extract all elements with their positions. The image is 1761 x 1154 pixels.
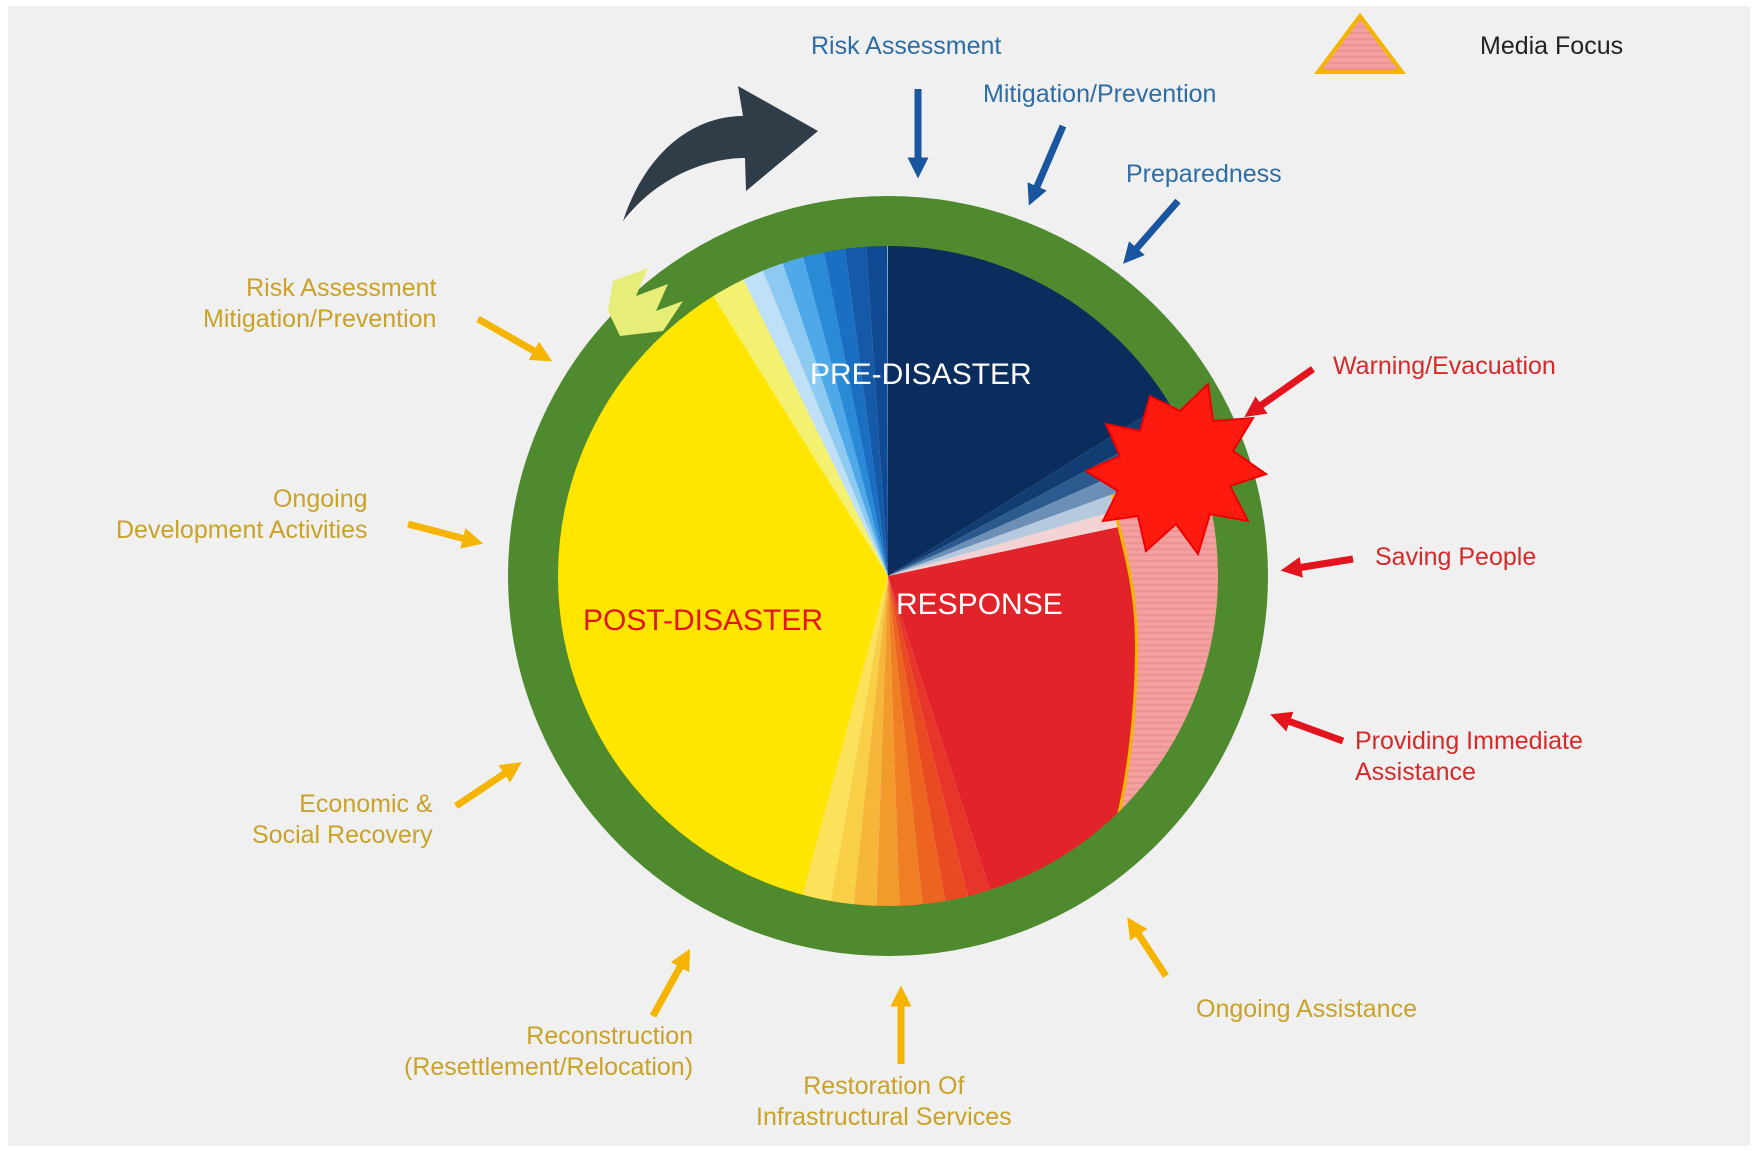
warning-burst-icon xyxy=(1083,381,1269,557)
label-saving-people: Saving People xyxy=(1375,543,1537,571)
label-mitigation-prevention: Mitigation/Prevention xyxy=(983,80,1217,108)
arrow-mitigation-prevention xyxy=(1027,124,1067,206)
wedge-pre-gradient xyxy=(781,252,888,576)
label-providing-immediate-line1: Providing Immediate xyxy=(1355,727,1583,755)
wedge-pre-gradient xyxy=(760,258,888,576)
label-restoration-line2: Infrastructural Services xyxy=(756,1102,1012,1131)
label-preparedness: Preparedness xyxy=(1126,160,1282,188)
wedge-response-fade xyxy=(852,576,888,911)
label-restoration-line1: Restoration Of xyxy=(803,1072,965,1100)
wedge-response-fade xyxy=(888,576,970,906)
arrow-preparedness xyxy=(1123,198,1181,264)
label-providing-immediate: Providing Immediate Assistance xyxy=(1355,726,1583,787)
ring-notch xyxy=(608,268,683,336)
wedge-response-fade xyxy=(876,576,900,911)
label-warning-evacuation: Warning/Evacuation xyxy=(1333,352,1556,380)
response-label: RESPONSE xyxy=(896,588,1063,621)
pre-disaster-label: PRE-DISASTER xyxy=(810,358,1032,391)
label-ongoing-dev-line2: Development Activities xyxy=(116,515,368,544)
wedge-pre-gradient xyxy=(844,241,888,576)
post-disaster-label: POST-DISASTER xyxy=(583,604,824,637)
arrow-providing-immediate xyxy=(1270,711,1345,745)
arrow-saving-people xyxy=(1280,555,1354,578)
wedge-pre-fade xyxy=(888,398,1184,576)
label-restoration: Restoration Of Infrastructural Services xyxy=(756,1071,1012,1132)
arrow-warning-evacuation xyxy=(1244,366,1316,418)
label-economic-social: Economic & Social Recovery xyxy=(252,789,433,850)
label-ongoing-assistance: Ongoing Assistance xyxy=(1196,995,1417,1023)
arrow-reconstruction xyxy=(649,948,691,1018)
media-focus-legend-label: Media Focus xyxy=(1480,32,1624,60)
wedge-pre-gradient xyxy=(741,266,888,576)
wedge-pre-gradient xyxy=(865,241,888,577)
wedge-response-fade xyxy=(888,576,924,911)
cycle-direction-arrow xyxy=(623,86,818,221)
diagram-canvas: PRE-DISASTER RESPONSE POST-DISASTER Medi… xyxy=(8,6,1750,1146)
disaster-cycle-diagram xyxy=(407,12,1406,1064)
label-ongoing-development: Ongoing Development Activities xyxy=(116,484,368,545)
label-economic-line2: Social Recovery xyxy=(252,820,433,849)
label-risk-assessment: Risk Assessment xyxy=(811,32,1002,60)
wedge-response-fade xyxy=(888,576,992,902)
label-reconstruction-line2: (Resettlement/Relocation) xyxy=(404,1052,694,1081)
media-focus-legend-icon xyxy=(1314,12,1406,74)
wedge-pre-disaster xyxy=(888,241,1173,576)
wedge-post-transition xyxy=(801,576,888,906)
label-ongoing-dev-line1: Ongoing xyxy=(272,485,368,513)
wedge-response-fade xyxy=(829,576,888,910)
wedge-post-fade xyxy=(710,265,888,576)
label-reconstruction-line1: Reconstruction xyxy=(526,1022,694,1050)
arrow-ongoing-development xyxy=(407,520,484,549)
label-providing-immediate-line2: Assistance xyxy=(1355,757,1476,786)
wedge-pre-gradient xyxy=(822,243,888,576)
label-economic-line1: Economic & xyxy=(299,790,433,818)
wedge-response-fade xyxy=(888,576,947,910)
arrow-risk-mitigation xyxy=(476,315,553,362)
label-reconstruction: Reconstruction (Resettlement/Relocation) xyxy=(404,1021,693,1082)
label-risk-mitigation: Risk Assessment Mitigation/Prevention xyxy=(203,273,436,334)
cycle-ring xyxy=(508,196,1268,956)
label-risk-mitigation-line1: Risk Assessment xyxy=(246,274,437,302)
wedge-pre-gradient xyxy=(801,247,888,577)
label-risk-mitigation-line2: Mitigation/Prevention xyxy=(203,304,437,333)
arrow-economic xyxy=(454,762,522,809)
arrow-ongoing-assistance xyxy=(1127,917,1169,978)
